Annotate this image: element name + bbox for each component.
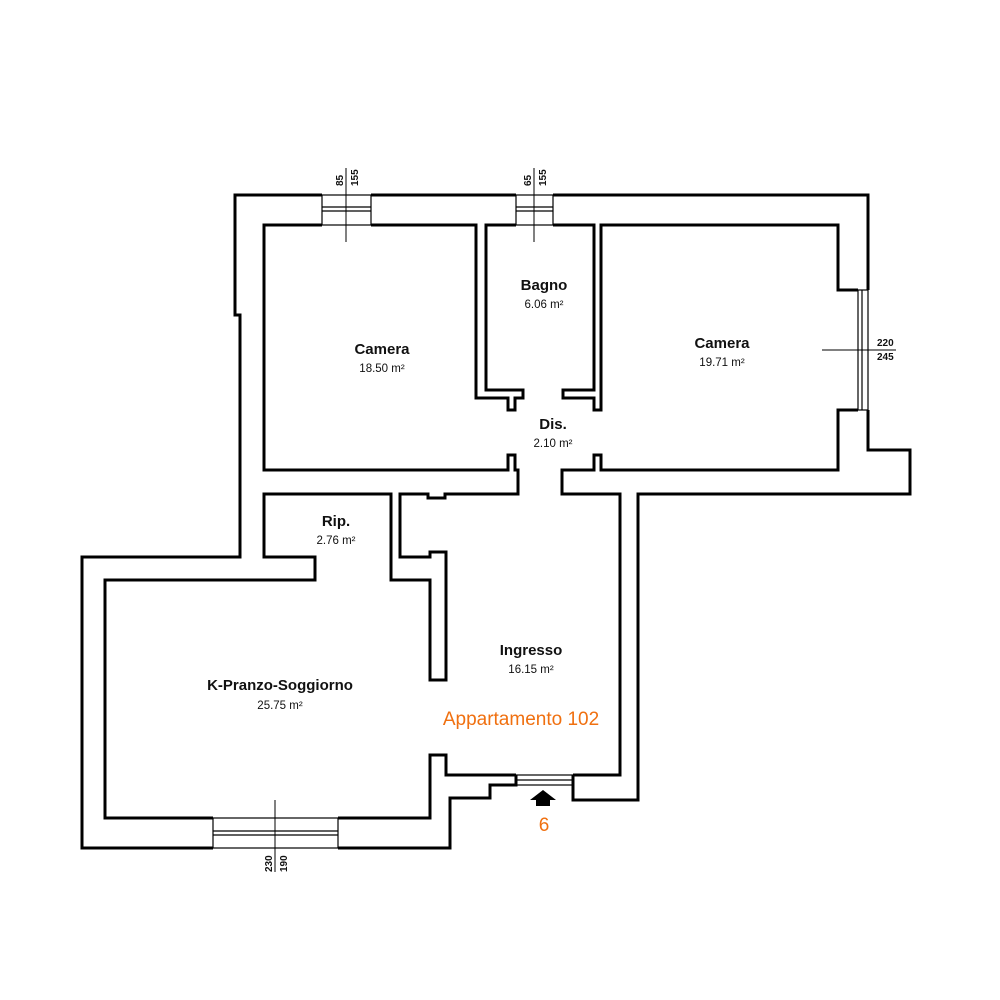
- window-height: 245: [877, 352, 894, 363]
- dimension-lines: [274, 168, 896, 872]
- window-sill: 220: [877, 338, 894, 349]
- window-height: 190: [279, 855, 290, 872]
- window-height: 155: [350, 169, 361, 186]
- outer-wall: [571, 410, 912, 802]
- room-name: Bagno: [521, 277, 568, 294]
- wall-camera-left: [103, 223, 520, 820]
- wall-bagno: [553, 223, 858, 412]
- room-name: Camera: [354, 341, 410, 358]
- room-name: Dis.: [539, 416, 567, 433]
- window-sill: 230: [264, 855, 275, 872]
- outer-wall: [553, 193, 870, 290]
- wall-soggiorno: [338, 753, 516, 820]
- room-area: 6.06 m²: [525, 299, 564, 311]
- outer-wall: [338, 775, 518, 850]
- wall-camera-left: [371, 223, 525, 412]
- window-height: 155: [538, 169, 549, 186]
- room-name: Ingresso: [500, 642, 563, 659]
- window-dimensions: 85 155 65 155 220 245 230 190: [264, 169, 894, 872]
- room-area: 19.71 m²: [699, 357, 745, 369]
- room-area: 2.10 m²: [534, 438, 573, 450]
- room-area: 25.75 m²: [257, 700, 303, 712]
- room-name: K-Pranzo-Soggiorno: [207, 677, 353, 694]
- walls: [80, 193, 912, 850]
- room-labels: Camera 18.50 m² Bagno 6.06 m² Camera 19.…: [207, 277, 750, 712]
- room-area: 16.15 m²: [508, 664, 554, 676]
- wall-camera-right: [560, 408, 858, 777]
- window-sill: 85: [335, 174, 346, 186]
- window-sill: 65: [523, 174, 534, 186]
- outer-wall: [80, 193, 322, 850]
- entrance-number: 6: [539, 815, 550, 836]
- room-area: 18.50 m²: [359, 363, 405, 375]
- room-name: Camera: [694, 335, 750, 352]
- entrance-arrow-icon: [530, 790, 556, 806]
- unit-label: Appartamento 102: [443, 709, 599, 730]
- room-name: Rip.: [322, 513, 350, 530]
- room-area: 2.76 m²: [317, 535, 356, 547]
